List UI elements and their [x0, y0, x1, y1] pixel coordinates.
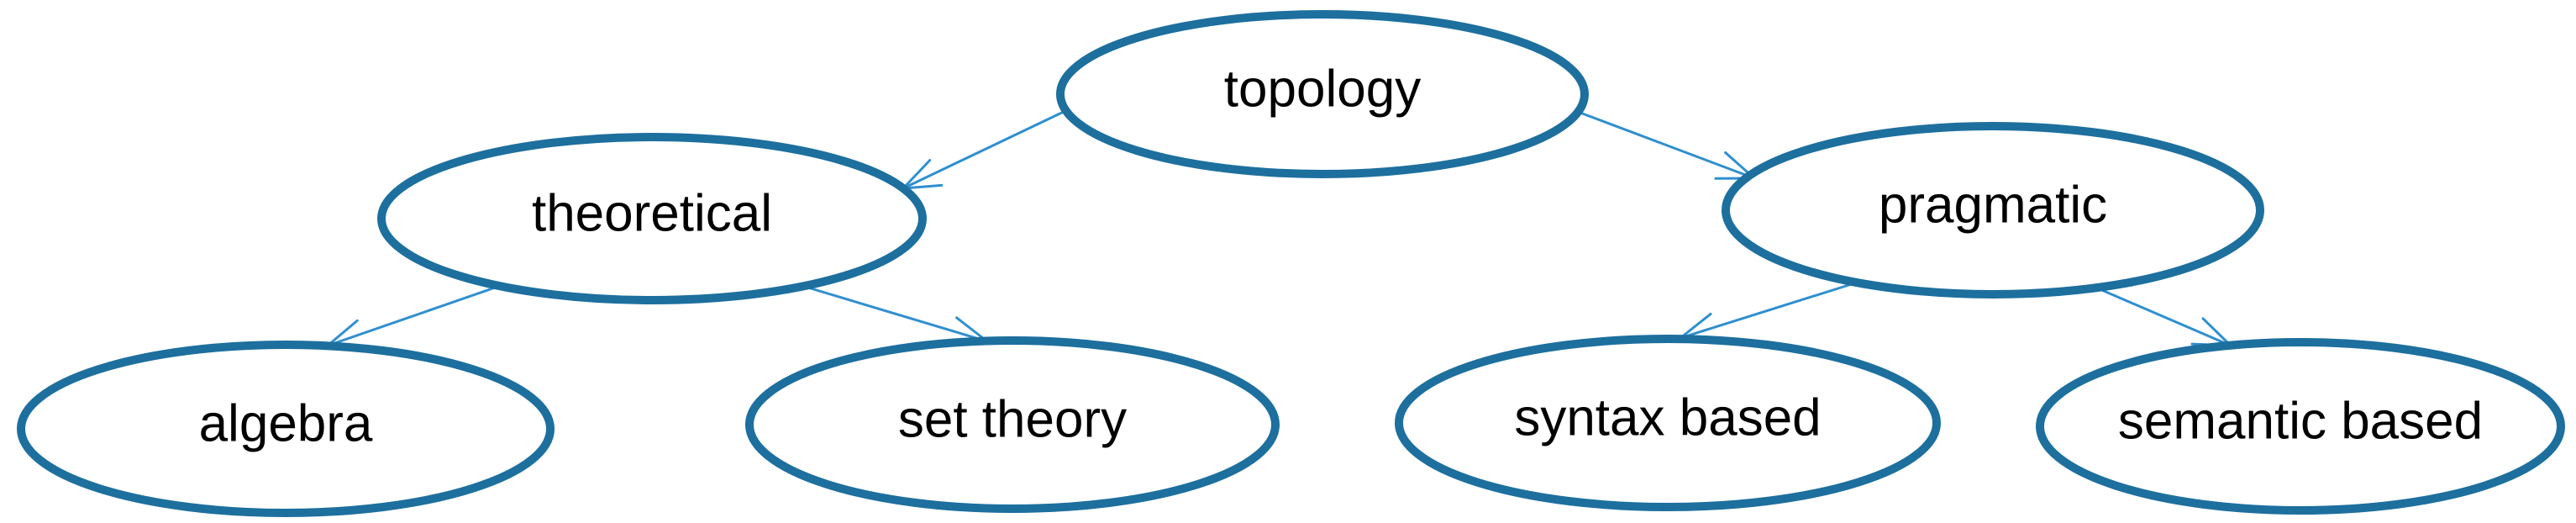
edge-pragmatic-to-syntax-based — [1679, 281, 1858, 342]
node-topology: topology — [1056, 10, 1589, 178]
arrowhead-icon — [902, 183, 944, 190]
node-pragmatic: pragmatic — [1722, 122, 2264, 298]
node-label-syntax-based: syntax based — [1514, 389, 1821, 447]
node-ellipse-syntax-based — [1395, 335, 1941, 511]
edge-theoretical-to-algebra — [326, 284, 502, 349]
edge-connector-line — [801, 284, 989, 343]
node-algebra: algebra — [17, 341, 555, 517]
edge-connector-line — [326, 284, 502, 347]
edge-theoretical-to-set-theory — [801, 284, 989, 346]
node-ellipse-algebra — [17, 341, 555, 517]
node-theoretical: theoretical — [377, 133, 927, 304]
arrowhead-icon — [2201, 317, 2232, 347]
arrowhead-icon — [326, 319, 359, 347]
node-semantic-based: semantic based — [2036, 338, 2565, 515]
node-ellipse-theoretical — [377, 133, 927, 304]
edge-topology-to-pragmatic — [1576, 110, 1756, 180]
node-label-pragmatic: pragmatic — [1879, 177, 2107, 235]
node-ellipse-pragmatic — [1722, 122, 2264, 298]
arrowhead-icon — [902, 159, 932, 190]
edge-connector-line — [902, 108, 1069, 190]
node-ellipse-topology — [1056, 10, 1589, 178]
node-label-topology: topology — [1224, 61, 1421, 119]
node-syntax-based: syntax based — [1395, 335, 1941, 511]
edge-pragmatic-to-semantic-based — [2090, 284, 2232, 347]
node-label-semantic-based: semantic based — [2118, 393, 2483, 451]
edge-connector-line — [1576, 110, 1756, 180]
node-ellipse-set-theory — [745, 336, 1280, 513]
edge-connector-line — [1679, 281, 1858, 340]
node-label-set-theory: set theory — [898, 391, 1127, 449]
edge-connector-line — [2090, 284, 2232, 347]
edge-topology-to-theoretical — [902, 108, 1069, 190]
node-label-theoretical: theoretical — [532, 185, 772, 243]
node-label-algebra: algebra — [199, 395, 373, 453]
arrowhead-icon — [1679, 312, 1712, 340]
node-ellipse-semantic-based — [2036, 338, 2565, 515]
node-set-theory: set theory — [745, 336, 1280, 513]
